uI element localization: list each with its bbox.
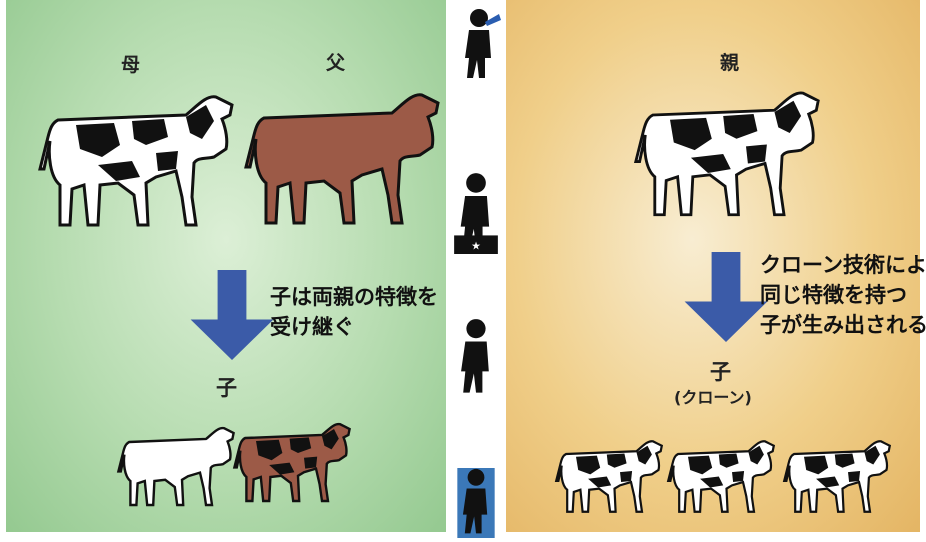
person-megaphone-icon	[457, 468, 495, 538]
parent-cow	[634, 91, 820, 217]
clone-cow-2	[667, 440, 775, 513]
svg-text:★: ★	[471, 240, 481, 253]
mother-cow	[38, 95, 234, 227]
right-caption: クローン技術により 同じ特徴を持つ 子が生み出される	[760, 250, 926, 340]
father-cow	[244, 93, 440, 225]
right-caption-line-2: 同じ特徴を持つ	[760, 283, 907, 307]
mother-label: 母	[121, 54, 141, 76]
left-caption-line-2: 受け継ぐ	[270, 315, 354, 339]
clone-cow-3	[783, 440, 891, 513]
left-panel-natural-breeding: 母 父 子は両親の特徴を 受け継ぐ 子	[6, 0, 446, 532]
child-cow-white	[117, 426, 235, 507]
right-caption-line-1: クローン技術により	[760, 253, 926, 277]
arrow-down-icon	[684, 252, 768, 342]
child-label: 子	[216, 376, 237, 400]
middle-strip: ★	[446, 0, 506, 542]
arrow-down-icon	[190, 270, 274, 360]
parent-label: 親	[720, 52, 740, 74]
person-thinking-icon	[461, 319, 489, 393]
child-cow-brown-black	[233, 422, 351, 503]
left-caption: 子は両親の特徴を 受け継ぐ	[270, 282, 438, 342]
person-on-podium-icon: ★	[454, 173, 498, 254]
right-caption-line-3: 子が生み出される	[760, 313, 926, 337]
right-panel-cloning: 親 クローン技術により 同じ特徴を持つ 子が生み出される 子 (クローン)	[506, 0, 926, 532]
clone-label: (クローン)	[674, 388, 752, 407]
person-telescope-icon	[465, 9, 501, 78]
clone-child-label: 子	[710, 360, 731, 384]
clone-cow-1	[555, 440, 663, 513]
father-label: 父	[326, 52, 346, 74]
left-caption-line-1: 子は両親の特徴を	[270, 285, 438, 309]
